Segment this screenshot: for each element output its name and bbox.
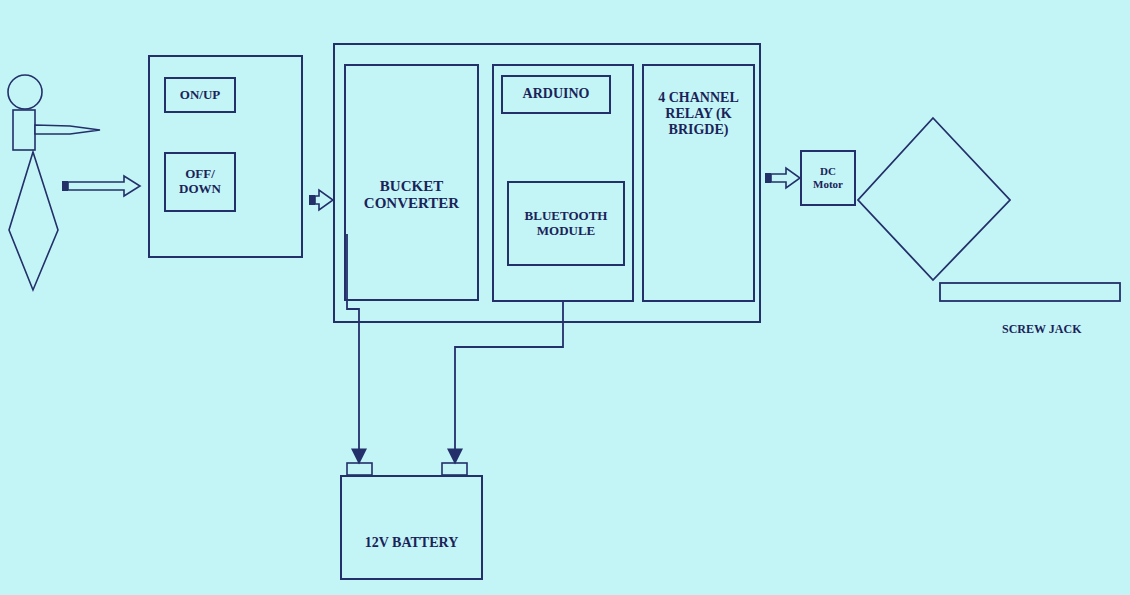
node-text: ON/UP	[180, 88, 220, 103]
motor-box: DC Motor	[800, 150, 856, 206]
node-text: BUCKET CONVERTER	[357, 178, 467, 213]
node-text: DC Motor	[808, 165, 848, 190]
wire-line	[347, 234, 359, 463]
power-wire	[347, 234, 359, 463]
block-arrow	[765, 168, 800, 188]
battery-terminal	[347, 463, 467, 475]
controller-box: BUCKET CONVERTER ARDUINO BLUETOOTH MODULE 4…	[333, 43, 761, 323]
bluetooth-box: BLUETOOTH MODULE	[507, 181, 625, 266]
battery-box: 12V BATTERY	[340, 475, 483, 580]
arrow-tail	[765, 173, 771, 183]
converter-box: BUCKET CONVERTER	[344, 64, 479, 301]
power-wire	[455, 302, 563, 463]
relay-box: 4 CHANNEL RELAY (K BRIGDE)	[642, 64, 755, 302]
arrow-body	[315, 190, 333, 210]
screw-jack	[858, 118, 1120, 301]
arrow-tail	[309, 195, 315, 205]
block-arrow	[309, 190, 333, 210]
controller-board: ARDUINO BLUETOOTH MODULE	[492, 64, 634, 302]
wire-line	[455, 302, 563, 463]
node-text: OFF/ DOWN	[179, 167, 221, 197]
switch-panel: ON/UP OFF/ DOWN	[148, 55, 303, 258]
switch-button: OFF/ DOWN	[164, 152, 236, 212]
arrow-body	[771, 168, 800, 188]
node-text: BLUETOOTH MODULE	[516, 209, 616, 239]
arduino-box: ARDUINO	[501, 75, 611, 114]
input-arrow	[62, 176, 140, 196]
node-text: 4 CHANNEL RELAY (K BRIGDE)	[657, 90, 741, 138]
part-label: SCREW JACK	[1002, 322, 1081, 337]
node-text: ARDUINO	[523, 86, 590, 102]
node-text: 12V BATTERY	[365, 535, 459, 551]
switch-button: ON/UP	[164, 77, 236, 113]
